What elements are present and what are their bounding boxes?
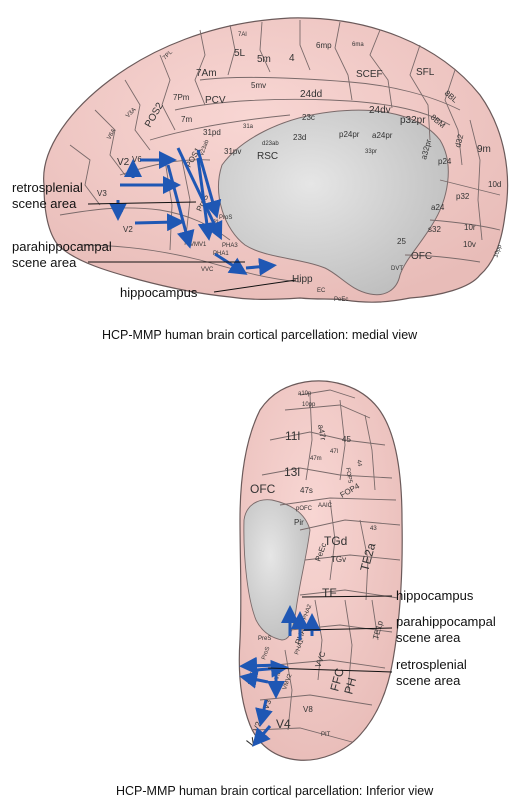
region-label: a24	[431, 203, 445, 212]
region-label: 5mv	[251, 81, 266, 90]
region-label: 31pv	[224, 147, 241, 156]
region-label: VVC	[201, 267, 214, 273]
region-label: 4	[289, 53, 295, 64]
region-label: 9m	[477, 144, 491, 155]
region-label: 47s	[300, 486, 313, 495]
region-label: EC	[317, 288, 326, 294]
region-label: V2	[117, 157, 130, 168]
region-label: p24	[438, 157, 452, 166]
region-label: 7Am	[196, 68, 217, 79]
region-label: a10p	[298, 391, 312, 397]
medial-view: 7Al 5L 5m 4 6mp 6ma 7PL 7Am 5mv SCEF SFL…	[12, 18, 508, 342]
callout-hippocampus: hippocampus	[120, 285, 198, 300]
region-label: 7m	[181, 115, 192, 124]
region-label: a24pr	[372, 131, 393, 140]
region-label: V4	[276, 717, 291, 731]
region-label: d23ab	[262, 141, 279, 147]
region-label: PCV	[205, 95, 226, 106]
region-label: Hipp	[292, 274, 313, 285]
region-label: p24pr	[339, 130, 360, 139]
region-label: DVT	[391, 266, 403, 272]
region-label: 5L	[234, 48, 246, 59]
callout-parahippocampal: parahippocampal	[12, 239, 112, 254]
region-label: 43	[370, 526, 377, 532]
region-label: 24dv	[369, 105, 391, 116]
region-label: p32pr	[400, 115, 426, 126]
region-label: p32	[456, 192, 470, 201]
inferior-view: a10p 10pp a47r 11l 47m 47l 45 13l OFC 47…	[116, 381, 496, 798]
region-label: SFL	[416, 67, 435, 78]
region-label: 31a	[243, 124, 254, 130]
region-label: TF	[322, 586, 337, 600]
region-label: 23c	[302, 113, 315, 122]
region-label: Pir	[294, 518, 304, 527]
region-label: 5m	[257, 54, 271, 65]
region-label: TGv	[331, 555, 346, 564]
region-label: 45	[342, 435, 351, 444]
region-label: 6mp	[316, 41, 332, 50]
arrow	[246, 266, 268, 268]
region-label: PreS	[258, 636, 271, 642]
region-label: PeEc	[334, 297, 348, 303]
callout-retrosplenial: retrosplenial	[396, 657, 467, 672]
region-label: V3	[97, 189, 107, 198]
region-label: 33pr	[365, 149, 377, 155]
medial-caption: HCP-MMP human brain cortical parcellatio…	[102, 328, 418, 342]
inferior-caption: HCP-MMP human brain cortical parcellatio…	[116, 784, 434, 798]
region-label: OFC	[250, 482, 276, 496]
callout-retrosplenial: retrosplenial	[12, 180, 83, 195]
region-label: OFC	[411, 251, 432, 262]
callout-retrosplenial-2: scene area	[12, 196, 77, 211]
region-label: PHA3	[222, 243, 238, 249]
region-label: 7Pm	[173, 93, 190, 102]
region-label: 10d	[488, 180, 501, 189]
region-label: pOFC	[296, 506, 313, 512]
region-label: ProS	[219, 215, 232, 221]
region-label: 47l	[330, 449, 338, 455]
region-label: 7Al	[238, 32, 247, 38]
region-label: 10pp	[302, 402, 316, 408]
region-label: 23d	[293, 133, 306, 142]
region-label: 6ma	[352, 42, 364, 48]
region-label: AAIC	[318, 503, 333, 509]
arrow	[135, 222, 176, 223]
region-label: SCEF	[356, 69, 383, 80]
region-label: 25	[397, 237, 406, 246]
region-label: 24dd	[300, 89, 322, 100]
region-label: V8	[303, 705, 313, 714]
region-label: 13l	[284, 465, 300, 479]
region-label: 10r	[464, 223, 476, 232]
region-label: 47m	[310, 456, 322, 462]
callout-hippocampus: hippocampus	[396, 588, 474, 603]
region-label: s32	[428, 225, 441, 234]
region-label: V2	[123, 225, 133, 234]
callout-parahippocampal: parahippocampal	[396, 614, 496, 629]
region-label: 31pd	[203, 128, 221, 137]
callout-retrosplenial-2: scene area	[396, 673, 461, 688]
region-label: 10v	[463, 240, 476, 249]
region-label: VMV1	[190, 242, 207, 248]
callout-parahippocampal-2: scene area	[396, 630, 461, 645]
region-label: PIT	[321, 732, 331, 738]
region-label: 11l	[285, 429, 300, 443]
callout-parahippocampal-2: scene area	[12, 255, 77, 270]
region-label: RSC	[257, 151, 278, 162]
